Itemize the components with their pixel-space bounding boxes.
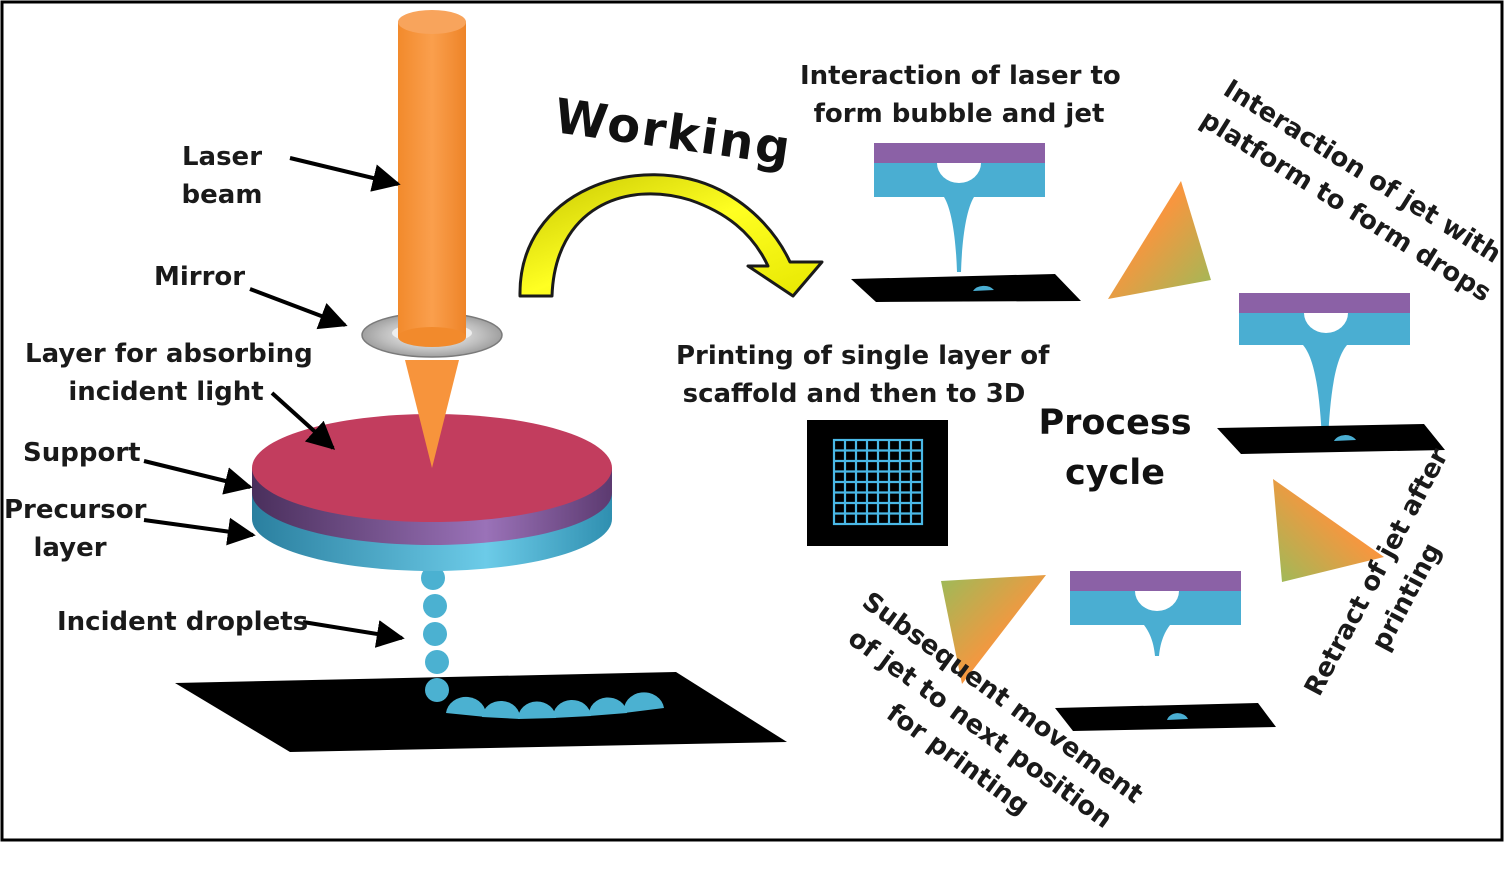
label-absorbing-line2: incident light [68, 377, 264, 407]
cycle-arrow-1 [1108, 181, 1211, 299]
diagram-canvas: Laser beam Mirror Layer for absorbing in… [0, 0, 1504, 842]
deposited-drops [446, 692, 664, 719]
process-cycle-line2: cycle [1064, 453, 1166, 493]
label-step-bubble-jet: Interaction of laser to form bubble and … [800, 57, 1121, 133]
label-mirror: Mirror [154, 262, 246, 292]
process-cycle-line1: Process [1038, 403, 1192, 443]
step-bubble-jet-figure [851, 143, 1081, 302]
label-absorbing-layer: Layer for absorbing incident light [25, 335, 313, 411]
cycle-arrow-3 [941, 575, 1046, 684]
frame-border [0, 0, 1504, 842]
label-precursor-line2: layer [33, 533, 107, 563]
single-layer-line2: scaffold and then to 3D [682, 379, 1026, 409]
label-single-layer: Printing of single layer of scaffold and… [676, 337, 1050, 413]
scaffold-figure [807, 420, 948, 546]
step-bubble-jet-line2: form bubble and jet [813, 99, 1105, 129]
label-precursor-layer: Precursor layer [4, 491, 147, 567]
label-laser-beam: Laser beam [170, 138, 274, 214]
laser-beam [398, 10, 466, 347]
label-precursor-line1: Precursor [4, 495, 147, 525]
step-jet-platform-figure [1217, 293, 1445, 454]
working-arrow [518, 173, 824, 298]
step-retract-figure [1055, 571, 1276, 731]
label-support: Support [23, 438, 141, 468]
cycle-arrow-2 [1273, 479, 1384, 582]
single-layer-line1: Printing of single layer of [676, 341, 1050, 371]
diagram-svg [0, 0, 1504, 842]
label-laser-beam-line1: Laser [181, 142, 263, 172]
step-bubble-jet-line1: Interaction of laser to [800, 61, 1121, 91]
pointer-arrows [143, 156, 405, 648]
label-laser-beam-line2: beam [181, 180, 263, 210]
focused-laser-cone [405, 360, 459, 468]
label-absorbing-line1: Layer for absorbing [25, 339, 313, 369]
label-incident-droplets: Incident droplets [57, 607, 309, 637]
process-cycle-label: Process cycle [1020, 398, 1210, 498]
incident-droplets [421, 566, 449, 702]
